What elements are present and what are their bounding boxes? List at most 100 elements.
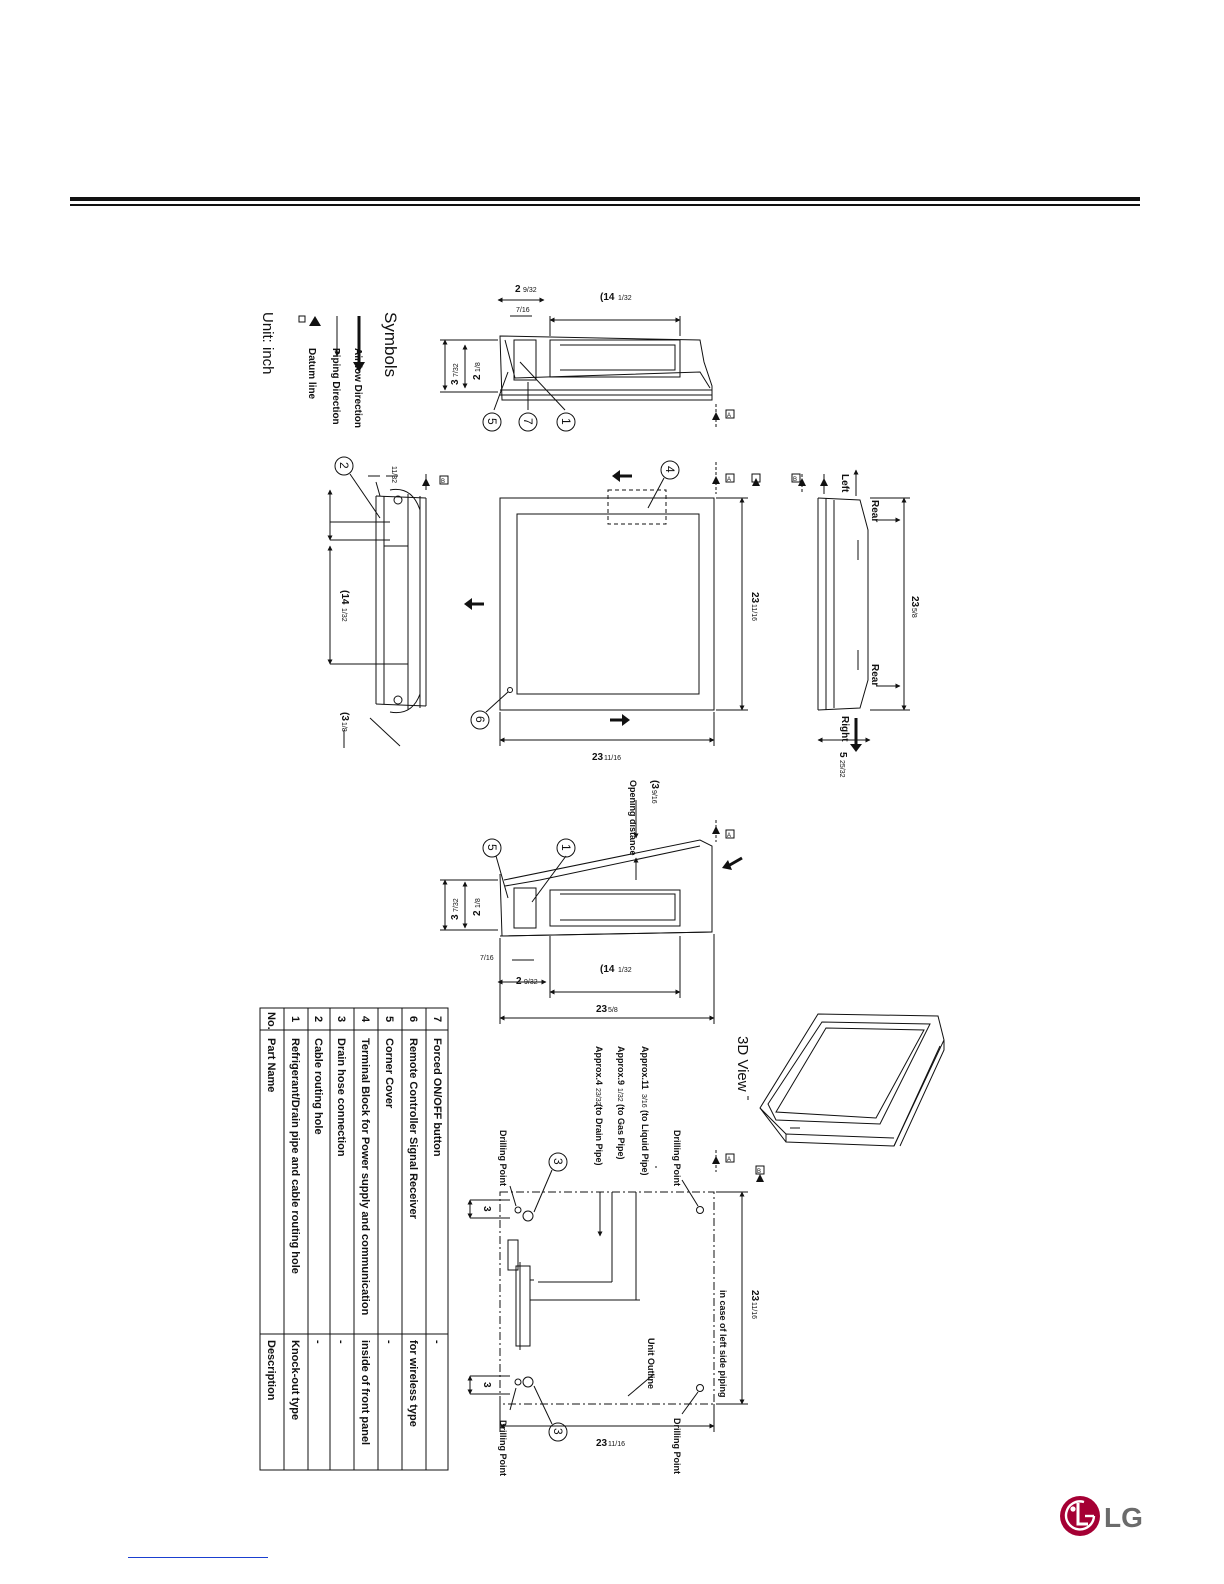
table-header-desc: Description <box>265 1340 277 1401</box>
unit-outline-rect <box>499 1191 715 1405</box>
callout-front-6: 6 <box>473 716 487 723</box>
top-dim-3: 3 <box>450 379 461 385</box>
parts-table-text: No. Part Name Description 1 Refrigerant/… <box>265 1012 443 1445</box>
plate-dim-23-h: 23 <box>596 1438 608 1449</box>
bottom-dim-3: 3 <box>450 914 461 920</box>
callout-top-1: 1 <box>559 418 573 425</box>
bottom-dim-23: 23 <box>596 1004 608 1015</box>
front-panel-grille <box>516 513 700 695</box>
plate-dim-23-h-frac: 11/16 <box>608 1441 625 1448</box>
unit-label: Unit: inch <box>259 312 276 375</box>
row7-desc: - <box>431 1340 443 1344</box>
symbols-legend: Symbols Airflow Direction Piping Directi… <box>259 312 400 428</box>
row1-part: Refrigerant/Drain pipe and cable routing… <box>289 1038 301 1274</box>
callout-front-4: 4 <box>663 466 677 473</box>
drilling-point-tl: Drilling Point <box>498 1130 508 1186</box>
row4-desc: inside of front panel <box>359 1340 371 1445</box>
approx-drain-frac: 23/32 <box>594 1088 601 1106</box>
approx-gas-frac: 1/32 <box>616 1088 623 1102</box>
callout-plate-3b: 3 <box>551 1428 565 1435</box>
row2-desc: - <box>312 1340 324 1344</box>
approx-drain: Approx.4 <box>594 1046 604 1085</box>
row5-part: Corner Cover <box>383 1038 395 1109</box>
front-dim-height-frac: 11/16 <box>750 604 757 621</box>
row1-desc: Knock-out type <box>289 1340 301 1420</box>
callout-top-5: 5 <box>485 418 499 425</box>
row7-no: 7 <box>431 1016 443 1022</box>
top-dim-14-frac: 1/32 <box>618 295 632 302</box>
view-3d: 3D View <box>734 1013 945 1147</box>
plate-dim-3a: 3 <box>481 1206 492 1212</box>
opening-dim: (3 <box>649 780 660 789</box>
front-dim-height: 23 <box>749 592 760 604</box>
row2-part: Cable routing hole <box>312 1038 324 1135</box>
bottom-dim-7: 7/16 <box>480 955 494 962</box>
top-dim-2: 2 <box>515 284 521 295</box>
installation-plate-text: Approx.11 3/16 (to Liquid Pipe) Approx.9… <box>481 1046 760 1476</box>
terminal-block-area <box>607 489 667 525</box>
right-view-text: Left Rear Rear Right 23 5/8 5 25/32 <box>837 474 920 778</box>
right-rear-bottom: Rear <box>869 664 880 686</box>
callout-top-7: 7 <box>521 418 535 425</box>
right-dim-5: 5 <box>837 752 848 758</box>
symbols-airflow: Airflow Direction <box>352 348 363 428</box>
lg-logo: LG <box>1058 1494 1143 1538</box>
signal-receiver-icon <box>507 687 513 693</box>
drilling-point-br: Drilling Point <box>672 1418 682 1474</box>
top-dim-2b-frac: 1/8 <box>475 362 482 372</box>
right-rear-top: Rear <box>869 500 880 522</box>
left-dim-14-frac: 1/32 <box>340 608 347 622</box>
top-view-text: (14 1/32 2 9/32 7/16 3 7/32 2 1/8 <box>450 284 632 385</box>
bottom-side-view: A 1 5 <box>440 800 743 1024</box>
top-dim-2b: 2 <box>472 374 483 380</box>
callout-bottom-1: 1 <box>559 844 573 851</box>
plate-dim-3b: 3 <box>481 1382 492 1388</box>
callout-left-2: 2 <box>337 462 351 469</box>
top-dim-7: 7/16 <box>516 307 530 314</box>
right-dim-23-frac: 5/8 <box>910 608 917 618</box>
datum-b-label-right: B <box>793 477 797 483</box>
installation-plate: A B 3 3 <box>467 1150 765 1442</box>
datum-b-label-left: B <box>441 479 445 485</box>
front-view-text: 23 11/16 23 11/16 <box>592 592 760 763</box>
front-view-panel: A 4 6 <box>464 460 761 746</box>
table-header-part: Part Name <box>265 1038 277 1092</box>
bottom-dim-3-frac: 7/32 <box>453 898 460 912</box>
row6-desc: for wireless type <box>407 1340 419 1427</box>
header-rule-thin <box>70 204 1140 206</box>
parts-table <box>259 1007 449 1471</box>
front-dim-width-frac: 11/16 <box>604 755 621 762</box>
view-3d-label: 3D View <box>734 1036 751 1092</box>
row2-no: 2 <box>312 1016 324 1022</box>
left-side-piping-label: in case of left side piping <box>718 1290 728 1398</box>
datum-a-label-front: A <box>727 477 731 483</box>
drilling-point-tr: Drilling Point <box>672 1130 682 1186</box>
row5-no: 5 <box>383 1016 395 1022</box>
row5-desc: - <box>383 1340 395 1344</box>
footer-link-underline[interactable] <box>128 1557 268 1558</box>
bottom-view-text: Opening distance (3 9/16 (14 1/32 2 9/32… <box>450 780 660 1015</box>
bottom-dim-2-frac: 9/32 <box>524 979 538 986</box>
top-dim-3-frac: 7/32 <box>453 363 460 377</box>
row7-part: Forced ON/OFF button <box>431 1038 443 1157</box>
top-dim-14: (14 <box>600 292 615 303</box>
top-callouts: 1 7 5 <box>482 412 576 432</box>
callout-bottom-5: 5 <box>485 844 499 851</box>
approx-gas-label: (to Gas Pipe) <box>616 1104 626 1160</box>
row4-part: Terminal Block for Power supply and comm… <box>359 1038 371 1316</box>
bottom-dim-14: (14 <box>600 964 615 975</box>
row3-desc: - <box>335 1340 347 1344</box>
row4-no: 4 <box>359 1016 371 1023</box>
row6-part: Remote Controller Signal Receiver <box>407 1038 419 1220</box>
right-side-view: B <box>791 469 910 752</box>
row3-part: Drain hose connection <box>335 1038 347 1157</box>
datum-symbol-icon <box>309 316 321 326</box>
datum-a-label: A <box>727 413 731 419</box>
front-panel-outline <box>499 497 715 711</box>
datum-b-label-plate: B <box>757 1169 761 1175</box>
approx-liquid-label: (to Liquid Pipe) <box>640 1110 650 1176</box>
left-dim-14: (14 <box>339 590 350 605</box>
row1-no: 1 <box>289 1016 301 1022</box>
approx-gas: Approx.9 <box>616 1046 626 1085</box>
bottom-dim-23-frac: 5/8 <box>608 1007 618 1014</box>
